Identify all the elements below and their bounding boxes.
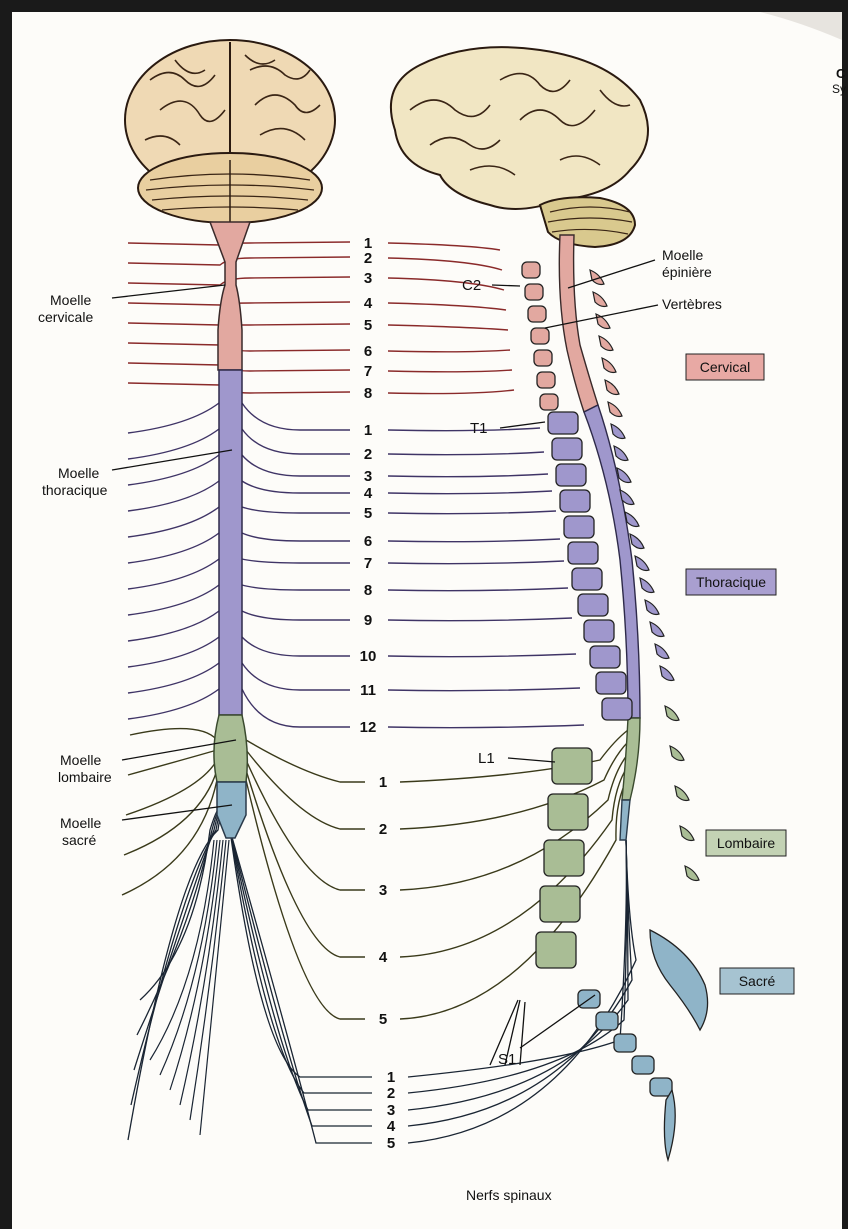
vertebra-body bbox=[572, 568, 602, 590]
vertebra-body bbox=[564, 516, 594, 538]
thoracic-cord-label-2: thoracique bbox=[42, 482, 108, 498]
thoracic-nerve-number-5: 5 bbox=[364, 505, 372, 522]
lumbar-nerve-number-1: 1 bbox=[379, 774, 387, 791]
vertebra-body bbox=[548, 412, 578, 434]
cervical-cord-label-2: cervicale bbox=[38, 309, 93, 325]
lumbar-nerve-number-3: 3 bbox=[379, 882, 387, 899]
cervical-nerve-number-4: 4 bbox=[364, 295, 373, 312]
thoracic-nerve-number-9: 9 bbox=[364, 612, 372, 629]
lumbar-cord-label-1: Moelle bbox=[60, 752, 101, 768]
sacral-nerve-number-1: 1 bbox=[387, 1069, 395, 1086]
t1-label: T1 bbox=[470, 420, 488, 437]
lumbar-cord-label-2: lombaire bbox=[58, 769, 112, 785]
l1-label: L1 bbox=[478, 750, 495, 767]
corner-text-1: C bbox=[836, 66, 846, 81]
cervical-nerve-number-5: 5 bbox=[364, 317, 372, 334]
vertebra-body bbox=[650, 1078, 672, 1096]
sacral-nerve-number-5: 5 bbox=[387, 1135, 395, 1152]
vertebra-body bbox=[528, 306, 546, 322]
vertebra-body bbox=[596, 1012, 618, 1030]
vertebra-body bbox=[560, 490, 590, 512]
thoracic-nerve-number-1: 1 bbox=[364, 422, 372, 439]
thoracic-nerve-number-4: 4 bbox=[364, 485, 373, 502]
region-box-thoracic: Thoracique bbox=[686, 569, 776, 595]
corner-text-2: Sy bbox=[832, 82, 846, 96]
region-label-thoracic: Thoracique bbox=[696, 574, 766, 590]
front-brain bbox=[125, 40, 335, 223]
thoracic-cord-label-1: Moelle bbox=[58, 465, 99, 481]
sacral-cord-label-1: Moelle bbox=[60, 815, 101, 831]
vertebra-body bbox=[537, 372, 555, 388]
vertebra-body bbox=[548, 794, 588, 830]
lumbar-nerve-number-2: 2 bbox=[379, 821, 387, 838]
spinal-cord-label-1: Moelle bbox=[662, 247, 703, 263]
vertebra-body bbox=[540, 394, 558, 410]
cervical-nerve-number-2: 2 bbox=[364, 250, 372, 267]
lumbar-nerve-number-5: 5 bbox=[379, 1011, 387, 1028]
vertebra-body bbox=[578, 594, 608, 616]
vertebra-body bbox=[602, 698, 632, 720]
vertebra-body bbox=[552, 748, 592, 784]
cervical-nerve-number-3: 3 bbox=[364, 270, 372, 287]
thoracic-nerve-number-3: 3 bbox=[364, 468, 372, 485]
thoracic-nerve-number-11: 11 bbox=[360, 682, 376, 699]
vertebra-body bbox=[525, 284, 543, 300]
region-box-sacral: Sacré bbox=[720, 968, 794, 994]
spinal-nerves-label: Nerfs spinaux bbox=[466, 1187, 552, 1203]
cervical-nerve-number-8: 8 bbox=[364, 385, 372, 402]
vertebra-body bbox=[531, 328, 549, 344]
thoracic-nerve-number-7: 7 bbox=[364, 555, 372, 572]
vertebra-body bbox=[584, 620, 614, 642]
thoracic-nerve-number-10: 10 bbox=[360, 648, 377, 665]
sacral-nerve-number-2: 2 bbox=[387, 1085, 395, 1102]
vertebra-body bbox=[540, 886, 580, 922]
spinal-cord-label-2: épinière bbox=[662, 264, 712, 280]
vertebra-body bbox=[632, 1056, 654, 1074]
region-label-lumbar: Lombaire bbox=[717, 835, 776, 851]
thoracic-nerve-number-2: 2 bbox=[364, 446, 372, 463]
vertebrae-label: Vertèbres bbox=[662, 296, 722, 312]
region-label-sacral: Sacré bbox=[739, 973, 776, 989]
region-box-lumbar: Lombaire bbox=[706, 830, 786, 856]
region-box-cervical: Cervical bbox=[686, 354, 764, 380]
vertebra-body bbox=[534, 350, 552, 366]
vertebra-body bbox=[596, 672, 626, 694]
lumbar-segment bbox=[214, 715, 247, 782]
s1-label: S1 bbox=[498, 1051, 516, 1068]
lumbar-nerve-number-4: 4 bbox=[379, 949, 388, 966]
sacral-nerve-number-4: 4 bbox=[387, 1118, 396, 1135]
vertebra-body bbox=[590, 646, 620, 668]
c2-label: C2 bbox=[462, 277, 481, 294]
vertebra-body bbox=[556, 464, 586, 486]
sacral-nerve-number-3: 3 bbox=[387, 1102, 395, 1119]
vertebra-body bbox=[536, 932, 576, 968]
vertebra-body bbox=[522, 262, 540, 278]
region-label-cervical: Cervical bbox=[700, 359, 751, 375]
cervical-nerve-number-6: 6 bbox=[364, 343, 372, 360]
cervical-cord-label-1: Moelle bbox=[50, 292, 91, 308]
cervical-nerve-number-7: 7 bbox=[364, 363, 372, 380]
vertebra-body bbox=[544, 840, 584, 876]
thoracic-nerve-number-12: 12 bbox=[360, 719, 377, 736]
sacral-cord-label-2: sacré bbox=[62, 832, 96, 848]
vertebra-body bbox=[614, 1034, 636, 1052]
thoracic-nerve-number-8: 8 bbox=[364, 582, 372, 599]
thoracic-nerve-number-6: 6 bbox=[364, 533, 372, 550]
vertebra-body bbox=[552, 438, 582, 460]
vertebra-body bbox=[568, 542, 598, 564]
thoracic-segment bbox=[219, 370, 242, 715]
